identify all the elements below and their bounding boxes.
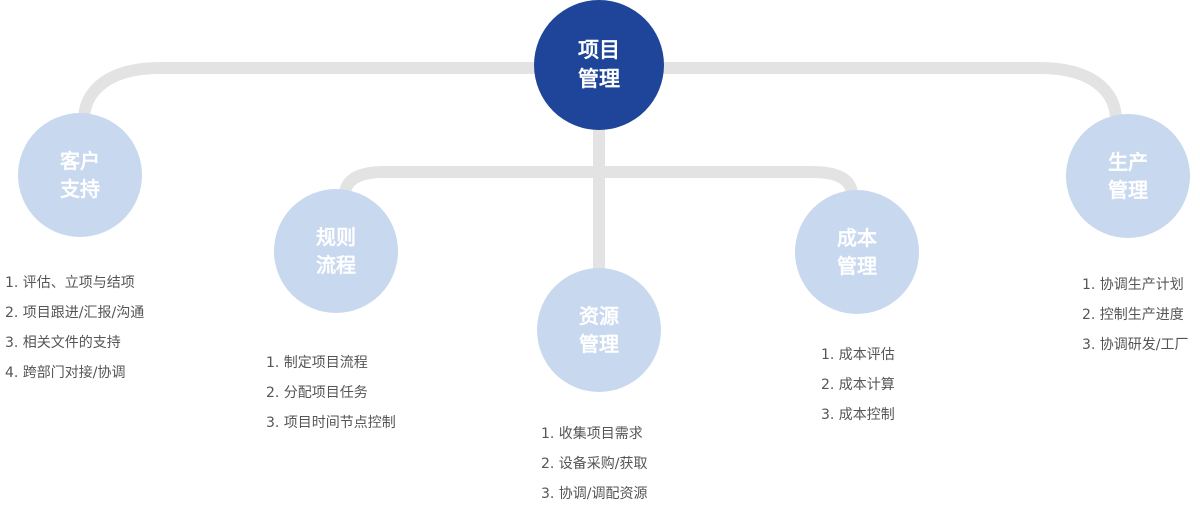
list-item: 1. 评估、立项与结项	[5, 275, 135, 291]
list-item: 1. 制定项目流程	[266, 355, 368, 371]
list-item: 1. 收集项目需求	[541, 426, 643, 442]
list-item: 3. 协调研发/工厂	[1082, 337, 1189, 353]
list-item: 2. 控制生产进度	[1082, 307, 1184, 323]
node-resource-management: 资源 管理	[537, 268, 661, 392]
node-label-line1: 规则	[316, 225, 356, 249]
list-item: 3. 成本控制	[821, 407, 895, 423]
list-production-management: 1. 协调生产计划 2. 控制生产进度 3. 协调研发/工厂	[1082, 270, 1189, 360]
list-item: 2. 设备采购/获取	[541, 456, 648, 472]
node-label-line1: 资源	[579, 304, 619, 328]
node-label-line2: 管理	[579, 332, 619, 356]
list-item: 1. 成本评估	[821, 347, 895, 363]
node-label-line1: 生产	[1108, 150, 1148, 174]
list-customer-support: 1. 评估、立项与结项 2. 项目跟进/汇报/沟通 3. 相关文件的支持 4. …	[5, 268, 144, 388]
node-label-line1: 客户	[60, 149, 100, 173]
node-label-line2: 支持	[60, 177, 100, 201]
node-label-line2: 流程	[316, 253, 356, 277]
list-item: 4. 跨部门对接/协调	[5, 365, 126, 381]
node-customer-support: 客户 支持	[18, 113, 142, 237]
list-item: 2. 项目跟进/汇报/沟通	[5, 305, 145, 321]
node-label-line2: 管理	[1108, 178, 1148, 202]
list-item: 2. 分配项目任务	[266, 385, 368, 401]
node-cost-management: 成本 管理	[795, 190, 919, 314]
node-rules-process: 规则 流程	[274, 189, 398, 313]
list-item: 2. 成本计算	[821, 377, 895, 393]
node-label-line1: 成本	[837, 226, 877, 250]
list-rules-process: 1. 制定项目流程 2. 分配项目任务 3. 项目时间节点控制	[266, 348, 396, 438]
node-label-line1: 项目	[578, 37, 620, 62]
list-item: 3. 协调/调配资源	[541, 486, 648, 502]
node-label-line2: 管理	[578, 67, 620, 91]
list-resource-management: 1. 收集项目需求 2. 设备采购/获取 3. 协调/调配资源	[541, 419, 648, 509]
node-project-management: 项目 管理	[534, 0, 664, 130]
list-item: 1. 协调生产计划	[1082, 277, 1184, 293]
node-production-management: 生产 管理	[1066, 114, 1190, 238]
list-item: 3. 相关文件的支持	[5, 335, 121, 351]
node-label-line2: 管理	[837, 254, 877, 278]
list-item: 3. 项目时间节点控制	[266, 415, 396, 431]
list-cost-management: 1. 成本评估 2. 成本计算 3. 成本控制	[821, 340, 895, 430]
